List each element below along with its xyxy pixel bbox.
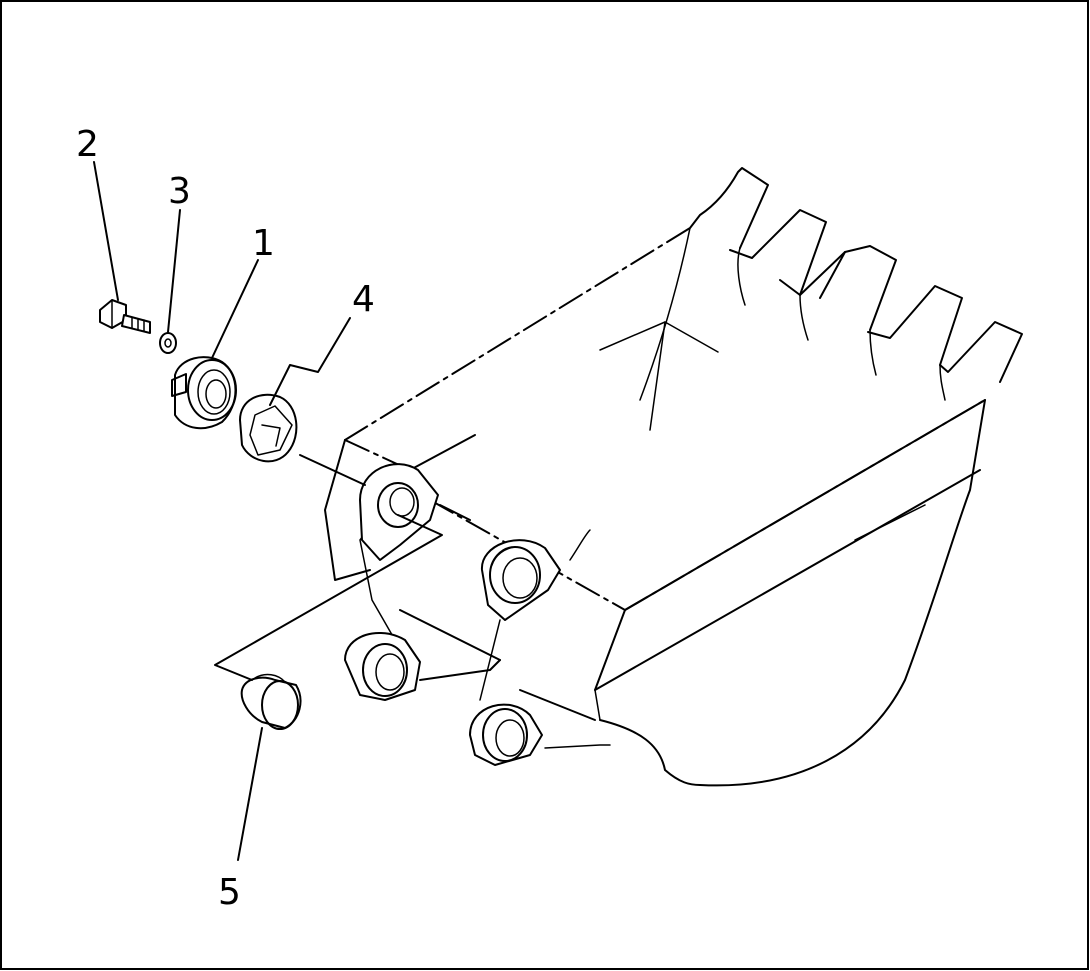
callout-1: 1 [252,223,275,264]
leader-4 [269,317,351,406]
bushing-icon [240,673,302,730]
cap-ring-icon [171,356,237,430]
guide-line-shim [299,454,366,486]
washer-icon [159,332,177,354]
callout-4: 4 [352,279,375,320]
callout-5: 5 [218,872,241,913]
leader-3 [167,209,181,333]
bucket-icon [324,167,1023,787]
shim-icon [239,393,298,463]
callout-2: 2 [76,124,99,165]
bolt-icon [99,299,151,334]
leader-1 [211,259,259,359]
leader-2 [93,161,119,301]
leader-5 [237,727,263,861]
callout-3: 3 [168,171,191,212]
guide-line-bushing [214,514,443,681]
